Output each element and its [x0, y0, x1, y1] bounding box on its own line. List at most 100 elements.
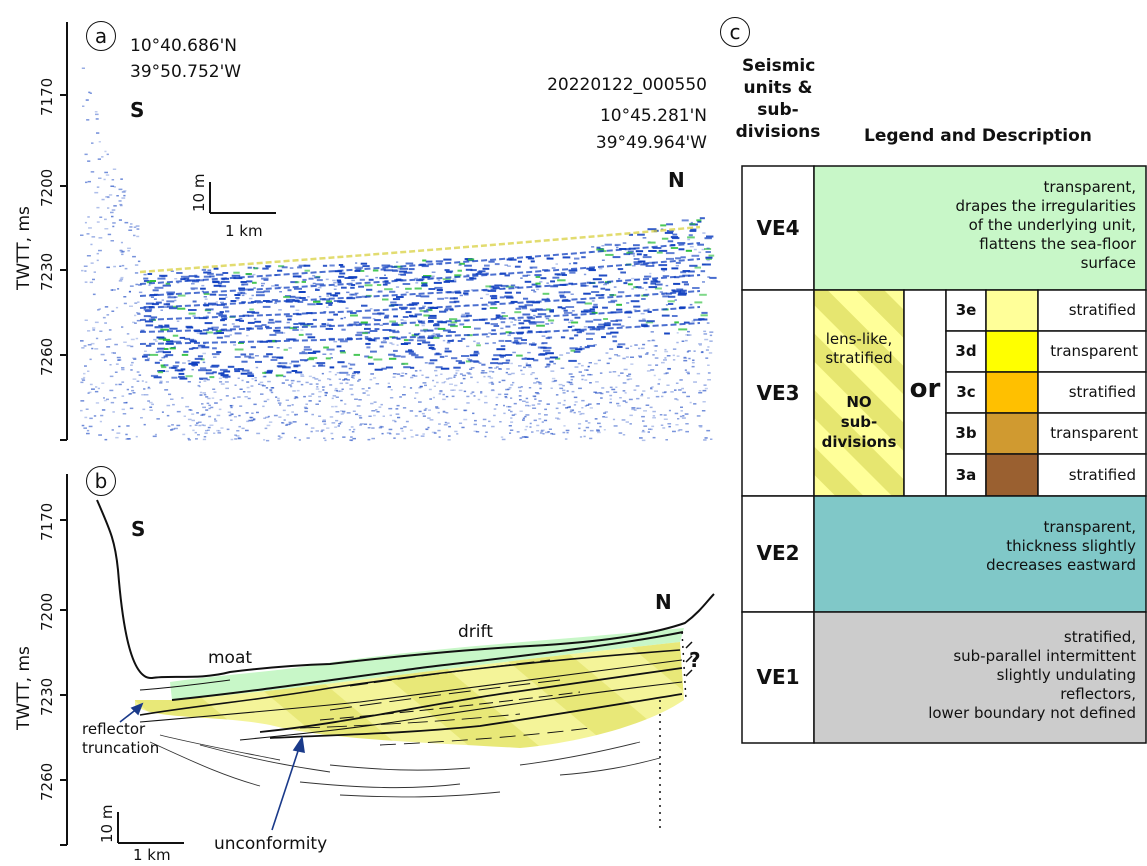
seismic-speckle: [132, 255, 136, 258]
seismic-speckle: [87, 392, 90, 394]
seismic-speckle: [219, 285, 227, 288]
seismic-speckle: [320, 430, 323, 433]
seismic-speckle: [261, 285, 264, 287]
seismic-speckle: [367, 438, 371, 441]
seismic-speckle: [286, 298, 295, 301]
seismic-speckle: [174, 369, 180, 372]
seismic-speckle: [439, 355, 445, 358]
seismic-speckle: [235, 319, 241, 322]
seismic-speckle: [299, 297, 306, 299]
seismic-speckle: [277, 438, 281, 440]
seismic-speckle: [557, 279, 566, 282]
seismic-speckle: [387, 386, 391, 388]
seismic-speckle: [592, 327, 600, 330]
seismic-speckle: [569, 347, 578, 350]
seismic-speckle: [531, 372, 535, 374]
seismic-speckle: [352, 377, 355, 379]
seismic-speckle: [334, 405, 338, 408]
scale-bar-a: [209, 182, 276, 214]
seismic-speckle: [458, 361, 465, 364]
seismic-speckle: [350, 312, 357, 314]
seismic-speckle: [706, 322, 710, 324]
seismic-speckle: [159, 380, 163, 383]
seismic-speckle: [189, 425, 192, 427]
seismic-speckle: [617, 374, 621, 377]
seismic-speckle: [647, 308, 650, 310]
seismic-speckle: [150, 296, 154, 298]
seismic-speckle: [110, 289, 113, 291]
seismic-speckle: [325, 278, 329, 281]
seismic-speckle: [281, 382, 285, 384]
seismic-speckle: [425, 428, 429, 431]
seismic-speckle: [661, 361, 665, 364]
seismic-speckle: [225, 310, 230, 313]
seismic-speckle: [608, 301, 616, 304]
seismic-speckle: [581, 374, 585, 377]
seismic-speckle: [597, 431, 601, 434]
seismic-speckle: [130, 369, 133, 371]
seismic-speckle: [199, 378, 203, 380]
seismic-speckle: [143, 308, 153, 311]
seismic-speckle: [326, 348, 335, 351]
seismic-speckle: [516, 291, 521, 294]
seismic-speckle: [504, 274, 510, 277]
seismic-speckle: [526, 274, 531, 276]
ve3-lens-line-1: lens-like,: [825, 330, 893, 348]
seismic-speckle: [306, 312, 313, 315]
seismic-speckle: [403, 271, 413, 274]
seismic-speckle: [283, 296, 291, 298]
seismic-speckle: [514, 286, 520, 289]
seismic-speckle: [462, 377, 466, 380]
seismic-speckle: [659, 414, 663, 416]
seismic-speckle: [699, 344, 702, 346]
seismic-speckle: [98, 237, 103, 239]
seismic-speckle: [506, 296, 514, 299]
seismic-speckle: [600, 287, 606, 290]
seismic-speckle: [111, 179, 115, 181]
seismic-speckle: [585, 285, 589, 287]
seismic-speckle: [304, 269, 310, 272]
seismic-speckle: [694, 266, 701, 269]
seismic-speckle: [601, 387, 605, 389]
seismic-speckle: [158, 324, 163, 327]
seismic-speckle: [503, 412, 506, 415]
seismic-speckle: [266, 424, 271, 427]
seismic-speckle: [403, 339, 409, 342]
seismic-speckle: [218, 294, 227, 296]
seismic-speckle: [499, 296, 505, 299]
seismic-speckle: [415, 392, 419, 394]
seismic-speckle: [109, 364, 112, 366]
seismic-speckle: [393, 355, 401, 358]
seismic-speckle: [113, 352, 116, 354]
seismic-speckle: [565, 429, 570, 432]
seismic-speckle: [381, 367, 387, 370]
seismic-speckle: [248, 356, 255, 359]
seismic-speckle: [89, 92, 92, 94]
seismic-speckle: [321, 372, 324, 375]
seismic-speckle: [646, 352, 649, 354]
seismic-speckle: [111, 289, 116, 291]
seismic-speckle: [622, 382, 627, 384]
seismic-speckle: [194, 424, 198, 426]
seismic-speckle: [220, 374, 229, 377]
seismic-speckle: [675, 261, 681, 264]
seismic-speckle: [176, 424, 181, 427]
seismic-speckle: [505, 285, 514, 288]
seismic-speckle: [107, 338, 112, 340]
seismic-speckle: [90, 243, 93, 246]
seismic-speckle: [648, 428, 651, 430]
seismic-speckle: [147, 400, 150, 402]
seismic-speckle: [220, 371, 225, 374]
seismic-speckle: [687, 350, 691, 352]
seismic-speckle: [662, 427, 666, 429]
seismic-speckle: [337, 281, 342, 284]
seismic-speckle: [555, 407, 559, 410]
seismic-speckle: [581, 399, 585, 402]
seismic-speckle: [143, 306, 150, 308]
seismic-speckle: [400, 427, 404, 430]
seismic-speckle: [147, 273, 153, 275]
seismic-speckle: [671, 237, 680, 240]
seismic-speckle: [157, 370, 165, 372]
panel-a-badge: a: [86, 21, 116, 51]
seismic-speckle: [602, 306, 608, 309]
